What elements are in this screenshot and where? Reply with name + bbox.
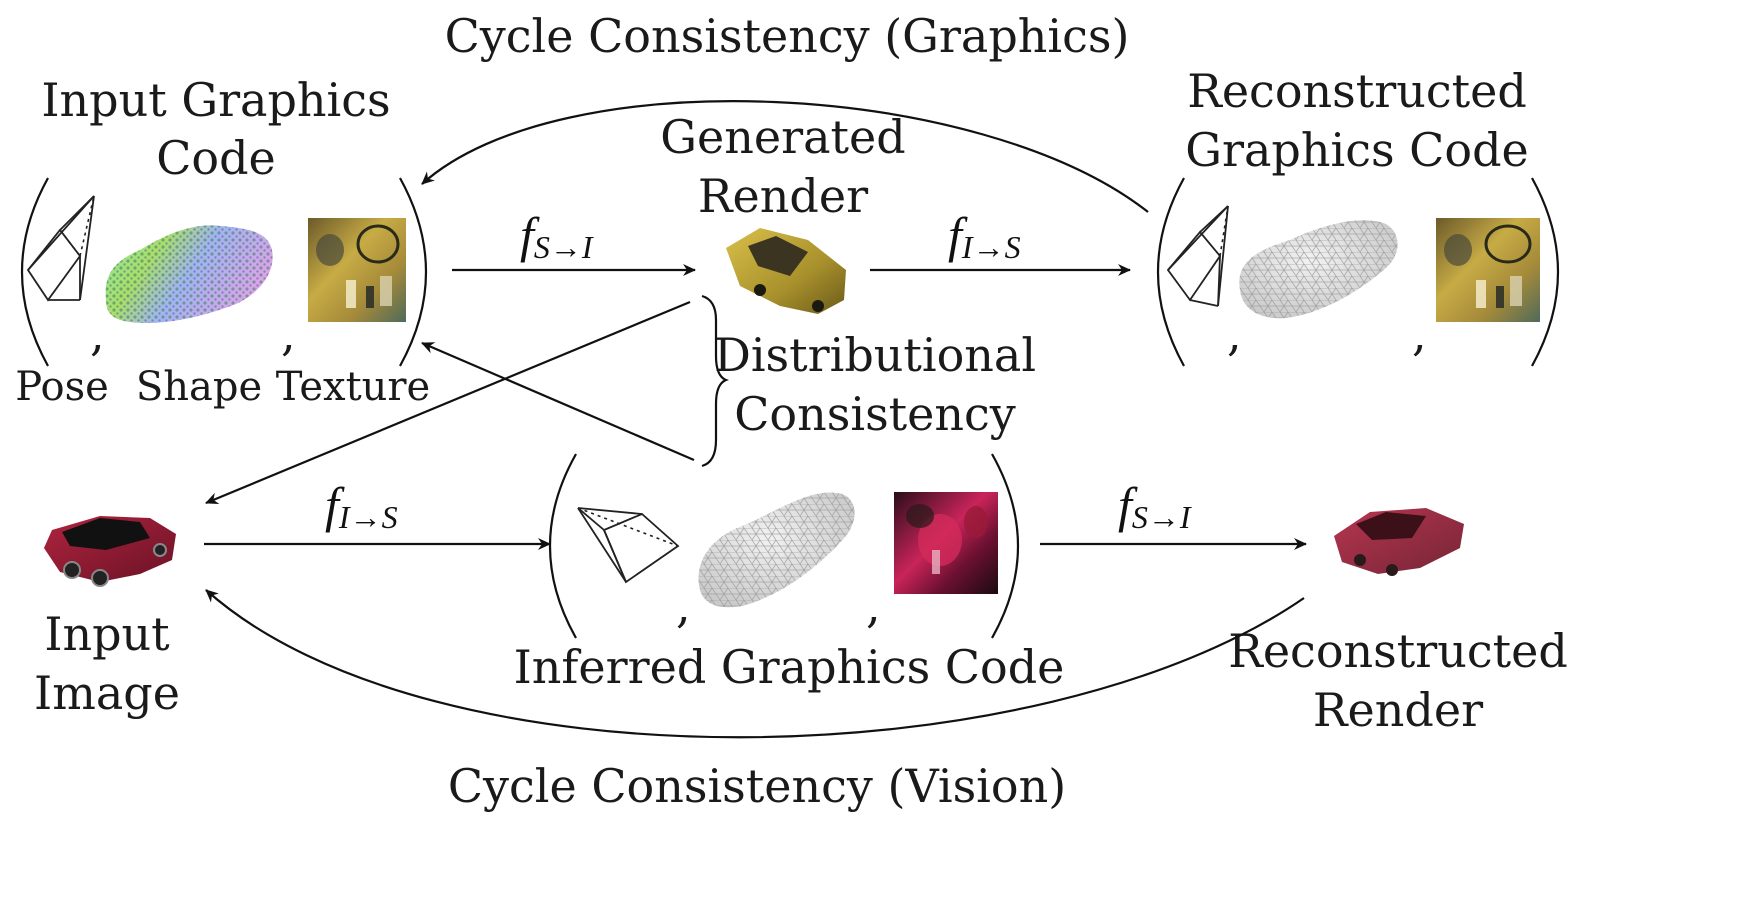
texture-label: Texture — [276, 364, 430, 410]
inferred-graphics-code-label: Inferred Graphics Code — [514, 640, 1065, 694]
mesh-car-icon — [1239, 220, 1398, 319]
comma: , — [90, 307, 105, 361]
title-cycle-vision: Cycle Consistency (Vision) — [448, 759, 1066, 813]
comma: , — [866, 579, 881, 633]
reconstructed-code-right-paren — [1531, 177, 1559, 367]
arrow-generated-render-to-input-image — [205, 300, 691, 505]
rendered-car-icon — [726, 228, 846, 314]
comma: , — [1227, 307, 1242, 361]
inferred-code-left-paren — [549, 453, 577, 639]
input-image-label-2: Image — [34, 666, 180, 720]
inferred-code-right-paren — [991, 453, 1019, 639]
comma: , — [281, 307, 296, 361]
camera-frustum-icon — [1166, 205, 1229, 307]
input-image-label-1: Input — [44, 607, 170, 661]
point-cloud-car-icon — [105, 225, 273, 324]
distributional-label-2: Consistency — [734, 387, 1016, 441]
arrow-inferred-code-to-input-code — [421, 341, 695, 462]
shape-label: Shape — [136, 364, 262, 410]
input-graphics-code-label-1: Input Graphics — [41, 73, 390, 127]
pose-label: Pose — [15, 364, 109, 410]
generated-render-label-1: Generated — [660, 110, 905, 164]
comma: , — [676, 579, 691, 633]
input-code-right-paren — [399, 177, 427, 367]
f-s-to-i-bottom: fS→I — [1118, 477, 1192, 535]
generated-render-label-2: Render — [698, 169, 868, 223]
camera-frustum-icon — [577, 507, 680, 584]
f-i-to-s-top: fI→S — [948, 207, 1021, 265]
f-s-to-i-top: fS→I — [520, 207, 594, 265]
reconstructed-render-label-2: Render — [1313, 683, 1483, 737]
input-graphics-code-label-2: Code — [156, 131, 276, 185]
reconstructed-render-label-1: Reconstructed — [1228, 624, 1568, 678]
texture-map-icon — [1436, 218, 1540, 322]
reconstructed-graphics-code-label-2: Graphics Code — [1185, 123, 1529, 177]
rendered-car-icon — [1334, 508, 1464, 576]
input-code-left-paren — [21, 177, 49, 367]
texture-map-icon — [308, 218, 406, 322]
title-cycle-graphics: Cycle Consistency (Graphics) — [445, 9, 1130, 63]
arrow-cycle-vision — [205, 589, 1305, 739]
reconstructed-code-left-paren — [1157, 177, 1185, 367]
reconstructed-graphics-code-label-1: Reconstructed — [1187, 64, 1527, 118]
distributional-brace — [701, 294, 729, 468]
f-i-to-s-bottom: fI→S — [325, 477, 398, 535]
mesh-car-icon — [698, 492, 855, 608]
texture-map-icon — [894, 492, 998, 594]
comma: , — [1412, 307, 1427, 361]
rendered-car-icon — [44, 516, 176, 587]
arrow-cycle-graphics — [421, 100, 1149, 213]
distributional-label-1: Distributional — [714, 328, 1036, 382]
camera-frustum-icon — [26, 195, 95, 302]
